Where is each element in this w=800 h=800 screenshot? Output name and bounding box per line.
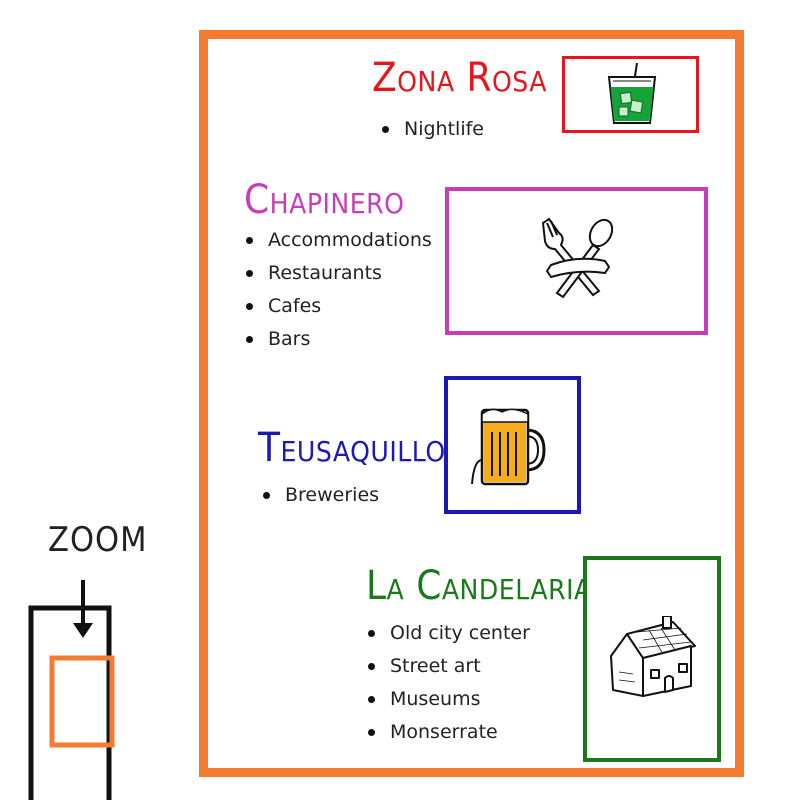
zoom-arrow-head [73,623,93,638]
old-town-box [583,556,721,762]
fork-spoon-icon [541,217,614,299]
list-item: Bars [244,323,432,356]
list-la-candelaria: Old city center Street art Museums Monse… [366,617,530,749]
restaurant-box [445,187,708,335]
beer-mug-icon [471,408,546,486]
list-item: Street art [366,650,530,683]
zoom-indicator [28,580,115,800]
section-title-teusaquillo: Teusaquillo [258,425,446,471]
zoom-outer-frame [28,605,112,800]
list-item: Museums [366,683,530,716]
list-item: Accommodations [244,224,432,257]
list-item: Breweries [261,479,379,512]
drink-glass-icon [607,62,657,124]
list-chapinero: Accommodations Restaurants Cafes Bars [244,224,432,356]
section-title-zona-rosa: Zona Rosa [372,55,548,101]
list-item: Nightlife [380,113,484,146]
drink-box [562,56,699,133]
section-title-la-candelaria: La Candelaria [366,563,592,609]
list-item: Monserrate [366,716,530,749]
map-frame [199,30,744,777]
list-teusaquillo: Breweries [261,479,379,512]
house-icon [610,616,696,697]
list-item: Restaurants [244,257,432,290]
list-zona-rosa: Nightlife [380,113,484,146]
list-item: Cafes [244,290,432,323]
brewery-box [444,376,581,514]
section-title-chapinero: Chapinero [244,177,405,223]
zoom-label: ZOOM [48,520,148,560]
list-item: Old city center [366,617,530,650]
zoom-highlight-frame [49,655,115,748]
